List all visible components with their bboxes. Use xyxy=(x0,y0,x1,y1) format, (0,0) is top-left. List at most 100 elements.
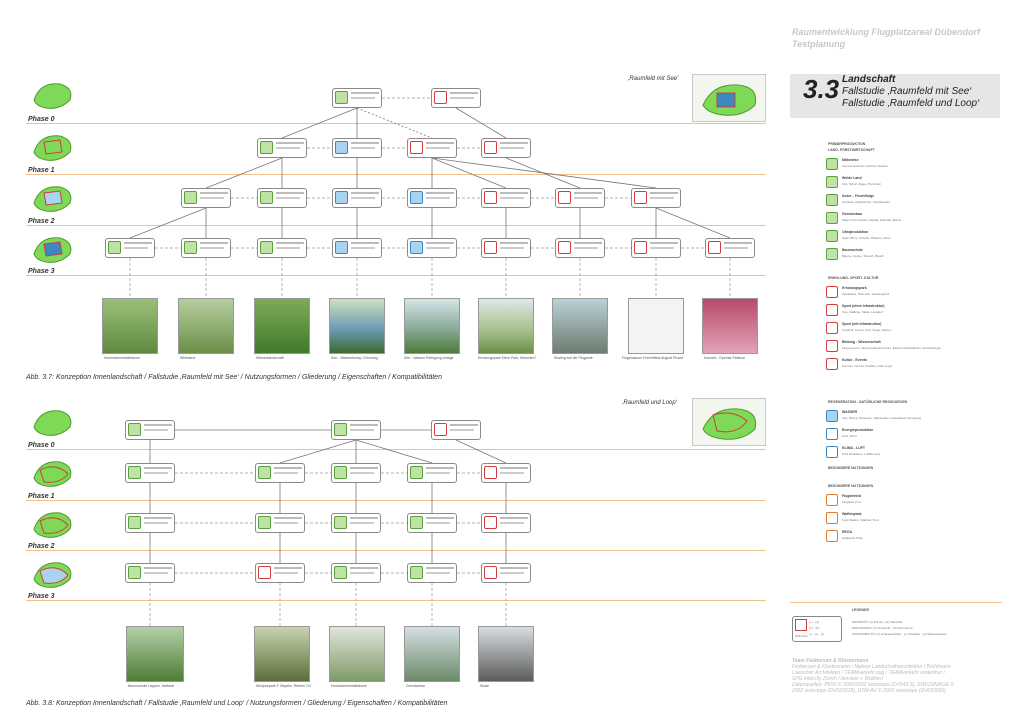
node-velo xyxy=(431,420,481,440)
node-gemuesebau xyxy=(407,513,457,533)
node-text-line xyxy=(500,567,528,569)
node-text-line xyxy=(426,192,454,194)
node-text-line xyxy=(500,472,524,474)
legend-item: Kultur - Events xyxy=(842,358,867,362)
node-see xyxy=(332,188,382,208)
skate-icon xyxy=(484,566,497,579)
node-text-line xyxy=(426,142,454,144)
legend-erholung-title: ERHOLUNG- SPORT- KULTUR xyxy=(828,276,879,280)
node-text-line xyxy=(274,567,302,569)
diagram2-tag: ‚Raumfeld und Loop‘ xyxy=(622,400,678,406)
node-text-line xyxy=(350,522,374,524)
node-text-line xyxy=(350,567,378,569)
legend-item-sub: Funk Station, Wachter Turm xyxy=(842,518,880,522)
photo-caption: Wiesenlandschaft xyxy=(256,356,284,360)
phase-label: Phase 2 xyxy=(28,543,55,550)
node-text-line xyxy=(574,197,598,199)
photo-vegetables xyxy=(404,626,460,682)
legend-item-sub: Fussball, Tennis, Golf, Segel, Drehen xyxy=(842,328,892,332)
node-text-line xyxy=(426,567,454,569)
node-extensivwiese xyxy=(332,88,382,108)
meadow-icon xyxy=(258,466,271,479)
footer: Team Feddersen & Klostermann Feddersen &… xyxy=(792,658,1012,694)
legend-line: ZEITGESTALT: (T) Temporär - (P) Permanen… xyxy=(852,626,913,630)
node-erholungspark xyxy=(481,188,531,208)
node-text-line xyxy=(450,429,474,431)
node-text-line xyxy=(351,192,379,194)
legend-item-sub: Bäume, Hecke, Strauch, Bauch xyxy=(842,254,884,258)
node-text-line xyxy=(351,142,379,144)
node-text-line xyxy=(351,247,375,249)
node-text-line xyxy=(650,197,674,199)
park-icon xyxy=(484,191,497,204)
tree-icon xyxy=(108,241,121,254)
butterfly-icon xyxy=(634,191,647,204)
diagram1-connectors xyxy=(129,97,731,298)
node-text-line xyxy=(274,572,298,574)
photo-balloon xyxy=(628,298,684,354)
photo-caption: Gemüsebau xyxy=(406,684,426,688)
legend-item: Waffenplatz xyxy=(842,512,862,516)
node-text-line xyxy=(500,467,528,469)
phase-label: Phase 2 xyxy=(28,218,55,225)
tree-icon xyxy=(128,516,141,529)
node-text-line xyxy=(144,424,172,426)
node-text-line xyxy=(350,467,378,469)
legend-besond-title-2: BESONDERE NUTZUNGEN xyxy=(828,484,874,488)
node-text-line xyxy=(426,247,450,249)
fruit-icon xyxy=(334,466,347,479)
node-segel xyxy=(555,238,605,258)
field-icon xyxy=(826,194,838,206)
photo-wildeland xyxy=(178,298,234,354)
legend-code: (+) - (2) xyxy=(809,620,820,624)
legend-item-sub: Flugpiste 2 km xyxy=(842,500,862,504)
legend-item: Sport (ohne Infrastruktur) xyxy=(842,304,885,308)
node-text-line xyxy=(500,147,524,149)
vegetable-icon xyxy=(410,566,423,579)
figure-caption-2: Abb. 3.8: Konzeption Innenlandschaft / F… xyxy=(26,700,448,707)
node-text-line xyxy=(724,247,748,249)
airplane-icon xyxy=(826,494,838,506)
figure-caption-1: Abb. 3.7: Konzeption Innenlandschaft / F… xyxy=(26,374,442,381)
diagram2-connectors xyxy=(149,429,507,626)
climate-icon xyxy=(826,446,838,458)
node-text-line xyxy=(724,242,752,244)
water-icon xyxy=(410,191,423,204)
pasture-icon xyxy=(184,241,197,254)
phase-divider xyxy=(26,550,766,551)
node-weide xyxy=(181,188,231,208)
node-text-line xyxy=(144,429,168,431)
node-text-line xyxy=(350,472,374,474)
event-icon xyxy=(708,241,721,254)
legend-item-sub: Apfel, Birne, Kirsche, Pflaume, Nuss xyxy=(842,236,891,240)
legend-item-sub: See, Biotop, Retention, Wasserbau, Grauw… xyxy=(842,416,921,420)
pasture-icon xyxy=(184,191,197,204)
phase-label: Phase 1 xyxy=(28,167,55,174)
sail-icon xyxy=(558,241,571,254)
meadow-icon xyxy=(260,191,273,204)
legend-item: Erholungspark xyxy=(842,286,867,290)
node-extensivwiese xyxy=(255,513,305,533)
node-see xyxy=(332,238,382,258)
meadow-icon xyxy=(260,141,273,154)
node-text-line xyxy=(500,242,528,244)
legend-sample-node: (+) - (2) (T) - (P) (/) - (+) - (|) Wohn… xyxy=(792,616,842,642)
node-extensivwiese xyxy=(257,238,307,258)
node-text-line xyxy=(500,192,528,194)
legend-line: KOMPATIBILITÄT: (/) Entweder/Oder - (+) … xyxy=(852,632,947,636)
legend-item-sub: Helikopter Piste xyxy=(842,536,864,540)
meadow-icon xyxy=(128,423,141,436)
node-obstbau xyxy=(105,238,155,258)
node-extensivwiese xyxy=(257,138,307,158)
node-text-line xyxy=(351,97,375,99)
node-text-line xyxy=(351,147,375,149)
legend-item: Flugbetrieb xyxy=(842,494,862,498)
legend-item: REGA xyxy=(842,530,853,534)
node-biotop xyxy=(407,238,457,258)
phase-map xyxy=(33,135,72,161)
legend-primaer-title: PRIMÄRPRODUKTION xyxy=(828,142,866,146)
phase-map xyxy=(33,512,72,538)
node-text-line xyxy=(200,192,228,194)
case-study-2: Fallstudie ‚Raumfeld und Loop‘ xyxy=(842,98,980,109)
node-text-line xyxy=(426,242,454,244)
